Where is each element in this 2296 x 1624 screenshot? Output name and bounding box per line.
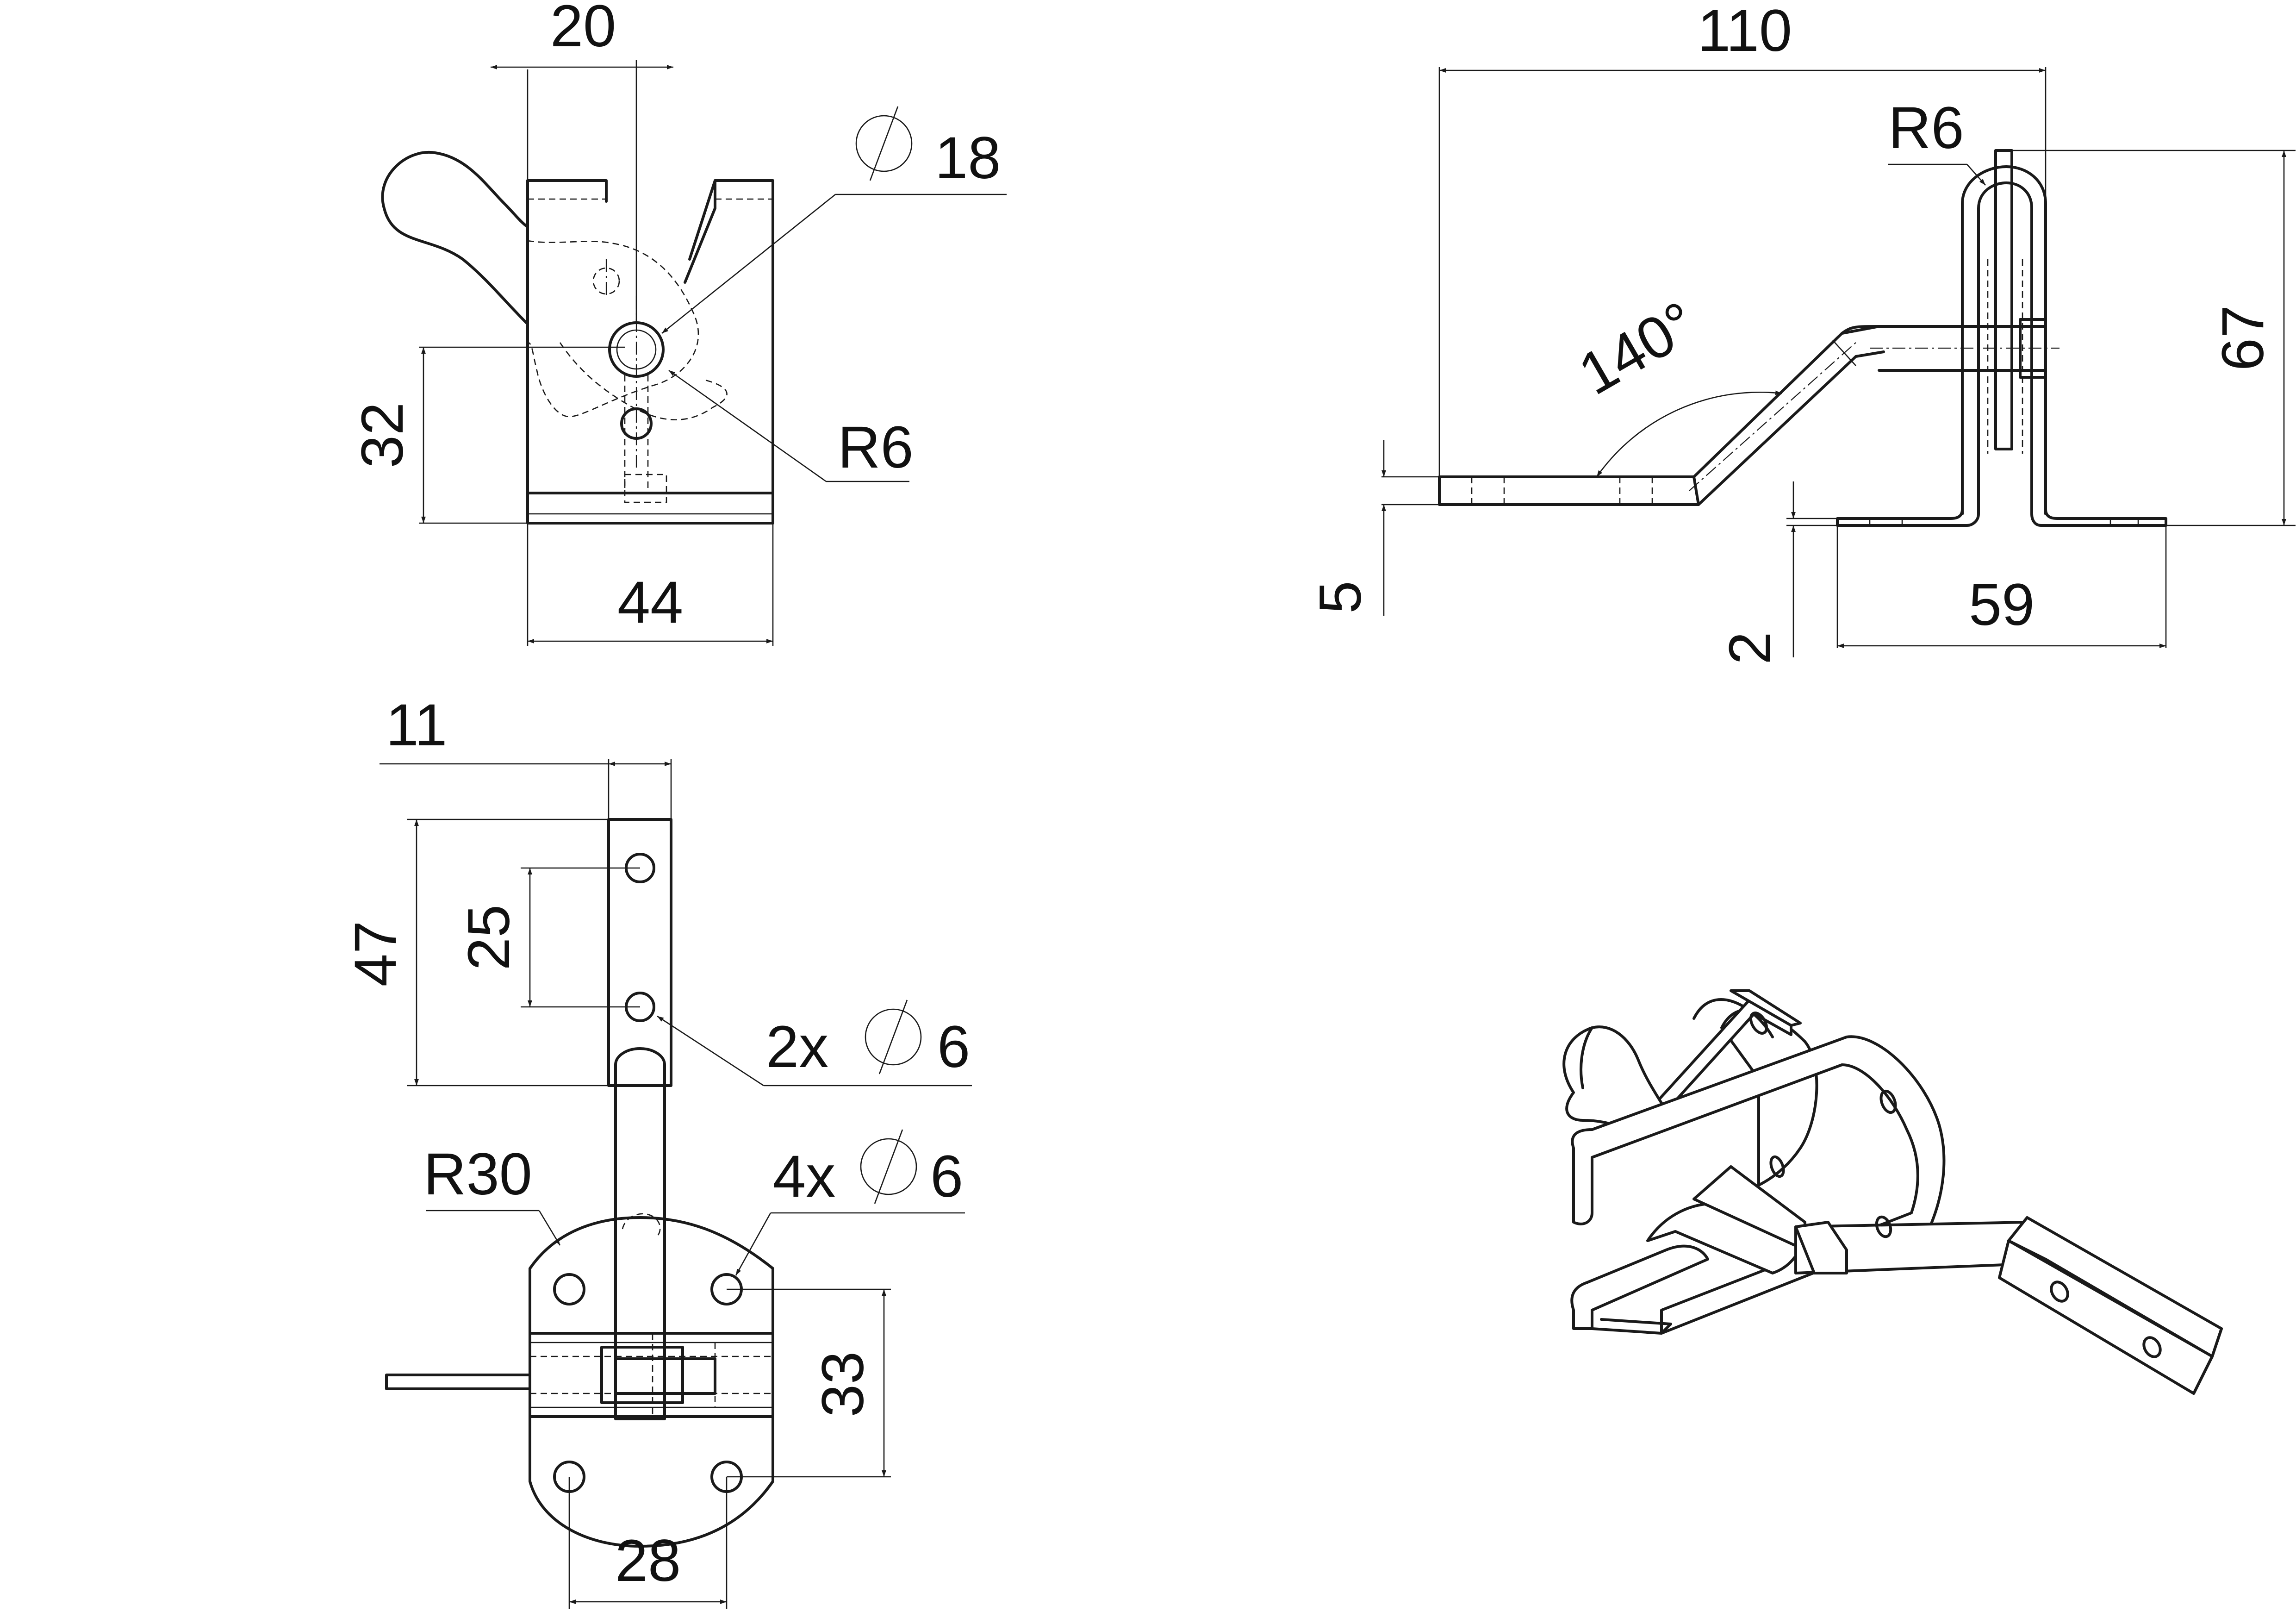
front-hidden-lever: [527, 240, 699, 418]
top-dim-28: 28: [615, 1528, 681, 1594]
front-dim-r6: R6: [838, 414, 914, 481]
front-dim-dia18: 18: [661, 106, 1007, 334]
top-dim-r30: R30: [423, 1141, 532, 1207]
side-dim-5: 5: [1307, 581, 1374, 613]
top-dim-25: 25: [456, 905, 522, 970]
gate-latch-isometric-icon: [1562, 989, 2223, 1395]
front-view: 20 18 32 R6 44: [349, 0, 1007, 646]
svg-text:2x: 2x: [766, 1014, 828, 1080]
top-bar: [607, 818, 672, 1087]
svg-text:6: 6: [937, 1014, 970, 1080]
top-dim-4x-dia6: 4x 6: [735, 1129, 965, 1276]
side-dim-110: 110: [1698, 0, 1792, 64]
front-dim-20: 20: [550, 0, 616, 59]
side-view: 110 R6 140° 67 5 2 59: [1307, 0, 2296, 665]
side-flat-leg: [1438, 475, 1700, 506]
side-dim-67: 67: [2210, 305, 2276, 371]
side-dim-2: 2: [1717, 631, 1783, 664]
side-dim-59: 59: [1969, 572, 2035, 638]
top-view: 11 47 25 2x 6 R30 4x 6: [342, 692, 972, 1609]
top-plate: [529, 1216, 774, 1548]
top-dim-11: 11: [386, 692, 448, 758]
svg-text:4x: 4x: [773, 1143, 835, 1210]
side-bracket: [1836, 149, 2167, 527]
front-dim-44: 44: [617, 569, 683, 636]
front-body: [526, 179, 774, 525]
side-dim-angle: 140°: [1568, 289, 1707, 407]
svg-text:6: 6: [930, 1143, 963, 1210]
top-dim-2x-dia6: 2x 6: [657, 999, 972, 1087]
svg-text:18: 18: [935, 125, 1001, 191]
top-dim-47: 47: [342, 921, 409, 987]
front-dim-32: 32: [349, 402, 416, 468]
top-dim-33: 33: [810, 1351, 876, 1417]
front-handle: [381, 150, 529, 325]
side-dim-r6: R6: [1888, 95, 1964, 161]
